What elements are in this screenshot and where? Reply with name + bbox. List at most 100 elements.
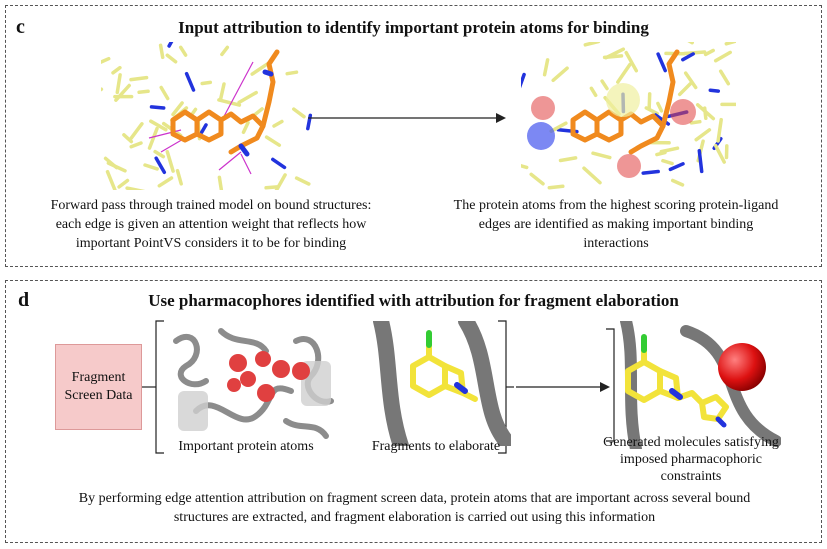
protein-stick	[159, 85, 170, 101]
protein-stick	[184, 71, 196, 92]
protein-stick	[616, 62, 632, 84]
protein-stick	[681, 52, 695, 62]
generated-label: Generated molecules satisfying imposed p…	[581, 434, 801, 485]
protein-stick	[549, 121, 568, 133]
protein-stick	[558, 156, 578, 163]
protein-stick	[294, 176, 311, 186]
right-caption-c: The protein atoms from the highest scori…	[416, 196, 816, 253]
caption-line: important PointVS considers it to be for…	[75, 236, 347, 251]
protein-stick	[591, 151, 612, 160]
protein-stick	[199, 123, 208, 135]
bottom-caption-d: By performing edge attention attribution…	[16, 489, 813, 527]
protein-stick	[659, 146, 680, 154]
process-arrow-c	[308, 113, 506, 123]
important-atoms-image	[173, 328, 334, 439]
protein-stick	[220, 45, 230, 57]
protein-stick	[165, 53, 178, 64]
protein-stick	[600, 79, 609, 91]
attention-structure-image	[101, 42, 313, 190]
protein-stick	[718, 69, 731, 86]
protein-stick	[687, 42, 694, 45]
protein-stick	[125, 186, 146, 190]
protein-stick	[129, 122, 144, 140]
label-line: constraints	[660, 469, 722, 484]
protein-sticks	[101, 42, 313, 190]
caption-line: edges are identified as making important…	[478, 217, 754, 232]
protein-stick	[582, 166, 602, 185]
protein-stick	[602, 54, 624, 60]
protein-stick	[529, 172, 545, 186]
protein-stick	[147, 126, 159, 150]
ligand	[570, 49, 680, 155]
protein-stick	[129, 141, 143, 149]
protein-stick	[274, 173, 287, 190]
protein-stick	[583, 42, 601, 47]
panel-letter-d: d	[18, 289, 30, 311]
protein-stick	[670, 178, 685, 187]
protein-stick	[153, 149, 166, 159]
protein-stick	[272, 119, 284, 128]
protein-stick	[521, 163, 529, 170]
protein-stick	[521, 72, 526, 89]
protein-stick	[547, 184, 565, 190]
caption-line: each edge is given an attention weight t…	[55, 217, 367, 232]
box-line: Screen Data	[64, 388, 133, 403]
protein-stick	[241, 121, 250, 135]
protein-stick	[114, 83, 131, 102]
protein-stick	[157, 176, 174, 188]
protein-stick	[689, 119, 702, 125]
protein-stick	[143, 163, 159, 171]
highlight-sphere-yellow	[606, 83, 640, 117]
protein-stick	[656, 52, 667, 73]
atoms-label: Important protein atoms	[178, 439, 314, 454]
protein-stick	[641, 169, 660, 175]
protein-stick	[264, 185, 279, 190]
caption-line: interactions	[583, 236, 649, 251]
protein-stick	[149, 105, 166, 110]
highlighted-structure-image	[521, 42, 736, 190]
protein-stick	[716, 117, 723, 143]
protein-stick	[271, 157, 287, 170]
panel-letter-c: c	[16, 16, 25, 38]
panel-d: d Use pharmacophores identified with att…	[5, 280, 822, 543]
generated-molecule-image	[606, 321, 781, 449]
protein-stick	[713, 143, 726, 164]
protein-stick	[661, 158, 674, 166]
protein-stick	[647, 92, 652, 110]
fragment-screen-data-box: Fragment Screen Data	[55, 344, 142, 430]
panel-c: c Input attribution to identify importan…	[5, 5, 822, 267]
protein-stick	[154, 156, 167, 175]
caption-line: The protein atoms from the highest scori…	[453, 198, 779, 213]
highlight-sphere-blue	[527, 122, 555, 150]
protein-stick	[695, 103, 716, 121]
protein-stick	[111, 65, 122, 75]
box-line: Fragment	[71, 370, 126, 385]
protein-stick	[175, 168, 183, 186]
protein-stick	[122, 133, 134, 144]
protein-stick	[218, 82, 226, 101]
highlight-sphere-red	[670, 99, 696, 125]
protein-stick	[101, 56, 111, 64]
protein-stick	[115, 73, 122, 95]
protein-stick	[178, 45, 188, 57]
protein-stick	[137, 89, 150, 95]
protein-stick	[668, 162, 685, 172]
caption-line: By performing edge attention attribution…	[78, 491, 751, 506]
ligand	[170, 49, 280, 155]
ligand-nitrogen	[238, 69, 274, 157]
important-atom-spheres	[227, 351, 310, 402]
protein-stick	[703, 48, 715, 57]
label-line: Generated molecules satisfying	[603, 435, 779, 450]
protein-stick	[677, 82, 692, 97]
protein-stick	[589, 86, 598, 98]
fragments-label: Fragments to elaborate	[371, 439, 501, 454]
protein-stick	[106, 161, 127, 173]
protein-stick	[117, 178, 130, 189]
caption-line: structures are extracted, and fragment e…	[173, 510, 656, 525]
protein-stick	[237, 90, 258, 105]
protein-stick	[285, 70, 299, 76]
protein-stick	[217, 98, 242, 107]
protein-stick	[624, 50, 639, 73]
label-line: imposed pharmacophoric	[620, 452, 762, 467]
protein-stick	[158, 43, 165, 60]
